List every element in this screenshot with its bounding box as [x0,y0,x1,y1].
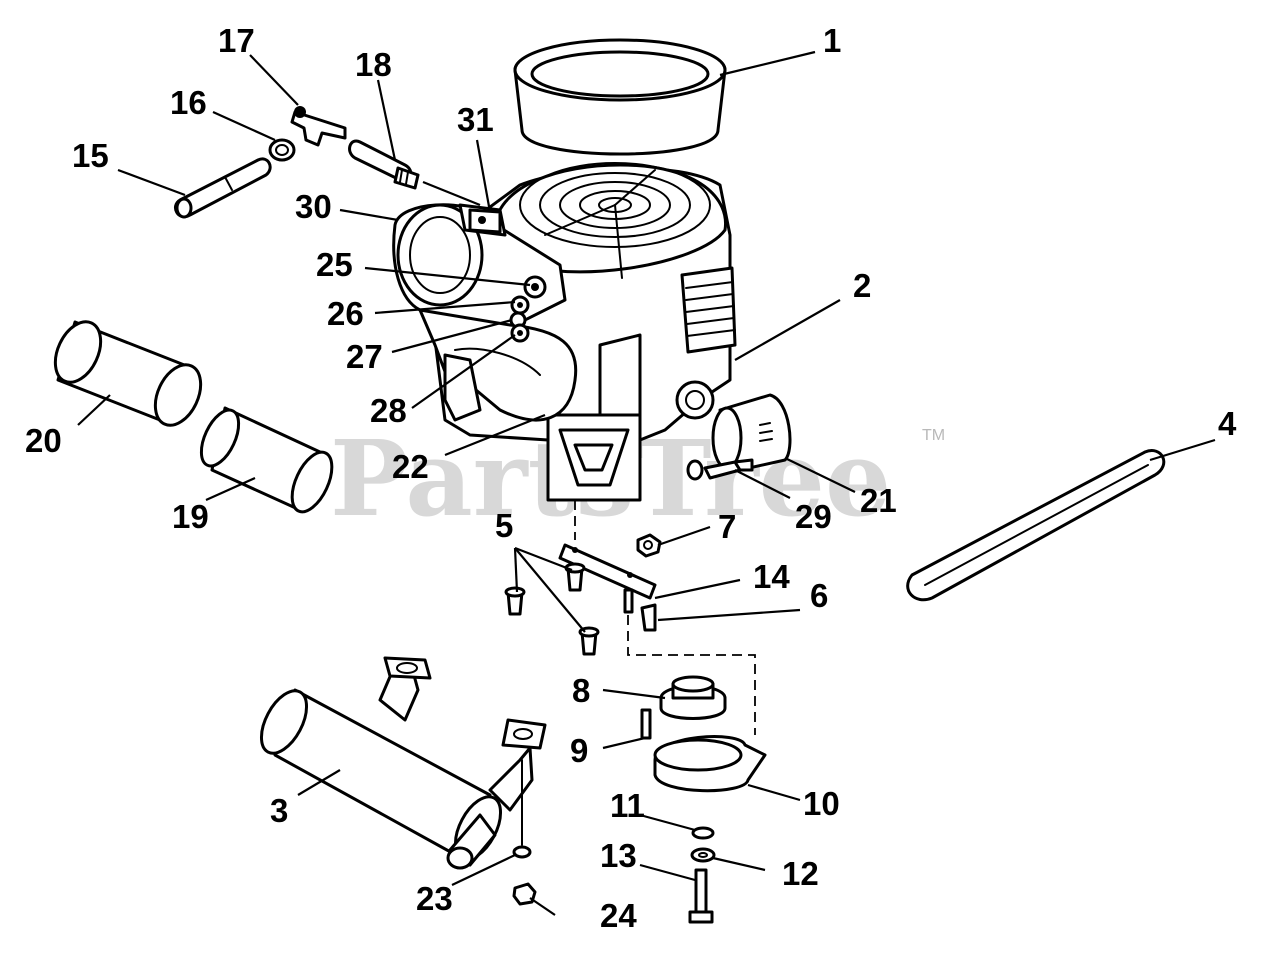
label-2: 2 [853,267,871,304]
bolt-13 [688,868,714,924]
label-12: 12 [782,855,819,892]
label-16: 16 [170,84,207,121]
label-23: 23 [416,880,453,917]
screw-5c [578,626,600,656]
oil-filter-21 [711,393,792,472]
filter-element-20 [53,320,203,427]
label-26: 26 [327,295,364,332]
air-filter-ring [513,38,727,156]
label-31: 31 [457,101,494,138]
muffler-3 [259,656,547,870]
clamp-16 [268,138,296,162]
label-6: 6 [810,577,828,614]
key-9 [640,708,652,740]
label-7: 7 [718,508,736,545]
bolt-6 [640,603,657,632]
label-9: 9 [570,732,588,769]
hose-18 [348,139,420,190]
label-5: 5 [495,507,513,544]
label-3: 3 [270,792,288,829]
label-17: 17 [218,22,255,59]
label-10: 10 [803,785,840,822]
fitting-26 [510,295,530,315]
pre-cleaner-19 [199,406,334,514]
label-18: 18 [355,46,392,83]
label-19: 19 [172,498,209,535]
tee-fitting-17 [290,106,347,147]
nut-24 [512,882,537,906]
label-4: 4 [1218,405,1237,442]
washer-23 [512,845,532,859]
label-28: 28 [370,392,407,429]
label-29: 29 [795,498,832,535]
watermark-trademark: TM [922,427,945,444]
label-15: 15 [72,137,109,174]
label-25: 25 [316,246,353,283]
label-24: 24 [600,897,637,934]
bracket-31 [468,208,502,234]
label-11: 11 [610,787,645,824]
label-1: 1 [823,22,841,59]
screw-5b [504,586,526,616]
label-8: 8 [572,672,590,709]
fitting-25 [523,275,547,299]
label-27: 27 [346,338,383,375]
assembly-guide-lines [574,500,756,735]
washer-12 [690,847,716,863]
intake-manifold [418,308,578,422]
part-labels: 1 2 3 4 5 6 7 8 9 10 11 12 13 14 15 16 1… [25,22,1237,934]
washer-11 [691,826,715,840]
drive-belt-4 [906,449,1166,602]
bracket-plate-14 [558,543,657,614]
label-22: 22 [392,448,429,485]
leader-lines [77,50,1216,916]
screw-5a [564,562,586,592]
pulley-8 [659,675,727,720]
label-14: 14 [753,558,790,595]
drain-valve-29 [686,458,754,481]
fuel-line-15 [174,157,272,219]
fitting-28 [510,323,530,343]
label-21: 21 [860,482,897,519]
label-30: 30 [295,188,332,225]
label-20: 20 [25,422,62,459]
label-13: 13 [600,837,637,874]
pulley-cover-10 [653,735,767,793]
nut-7 [636,533,662,558]
